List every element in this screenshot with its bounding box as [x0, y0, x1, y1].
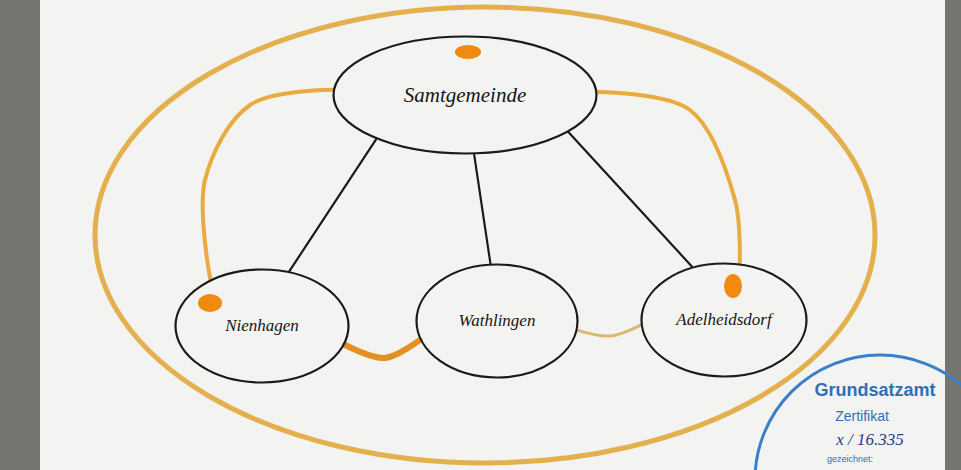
- ellipse-outline: [334, 37, 597, 154]
- node-label: Samtgemeinde: [404, 83, 526, 107]
- paint-stroke: [203, 90, 333, 279]
- ellipse-node: Wathlingen: [415, 263, 579, 379]
- ellipse-outline: [417, 265, 578, 378]
- stamp-text: x / 16.335: [836, 430, 904, 450]
- ellipse-node: Nienhagen: [174, 268, 350, 384]
- paint-blob: [455, 45, 481, 59]
- ellipse-outline: [642, 264, 807, 377]
- ellipse-node: Adelheidsdorf: [640, 262, 808, 378]
- connector-line: [569, 133, 692, 267]
- ellipse-outline: [176, 270, 349, 383]
- paper-sheet: [40, 0, 945, 470]
- paint-stroke: [598, 92, 740, 263]
- node-label: Adelheidsdorf: [676, 310, 771, 330]
- paint-stroke: [345, 340, 419, 358]
- paint-blob: [198, 294, 222, 312]
- outer-loop: [95, 7, 875, 463]
- connector-line: [290, 140, 376, 271]
- paint-stroke: [578, 325, 640, 336]
- paint-blob: [724, 274, 742, 298]
- ellipse-node: Samtgemeinde: [332, 35, 598, 155]
- connector-line: [474, 155, 490, 263]
- stamp-text: gezeichnet:: [827, 454, 873, 464]
- stamp-text: Grundsatzamt: [814, 380, 935, 401]
- stamp-ring: [755, 355, 961, 470]
- node-label: Wathlingen: [459, 311, 536, 331]
- stamp-text: Zertifikat: [835, 408, 889, 424]
- node-label: Nienhagen: [225, 316, 299, 336]
